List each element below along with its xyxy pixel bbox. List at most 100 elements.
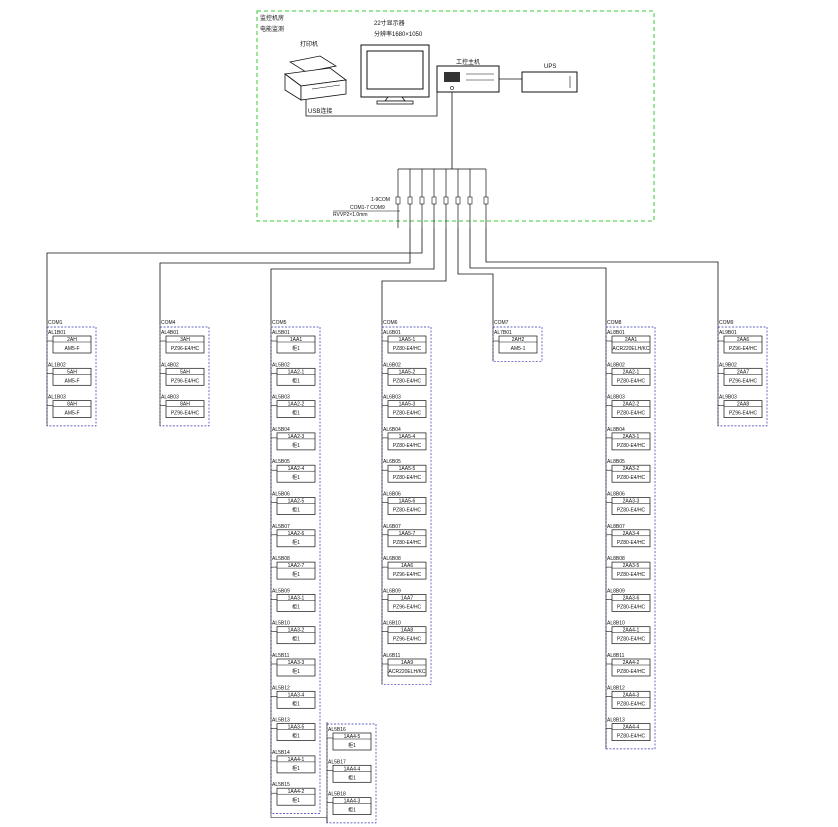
device-model: PZ80-E4/HC [617,572,646,578]
device-address: AL7B01 [494,330,512,336]
trunk-line [381,228,447,325]
device-name: 2AA3-1 [623,434,640,440]
device-box [276,367,316,386]
bus-line-label: COM1-7 COM9 [350,205,385,211]
device-name: 1AA3-5 [288,725,305,731]
device-address: AL1B01 [48,330,66,336]
device-model: PZ80-E4/HC [617,637,646,643]
device-box [276,464,316,483]
device-model: 柜1 [292,700,300,707]
device-name: 5AH [67,369,77,375]
device-box [276,561,316,580]
device-box [165,400,205,418]
device-box [276,626,316,645]
com-label: COM6 [383,320,398,326]
device-model: ACR220ELH/KC [613,346,650,352]
converter-fuse [407,196,413,205]
device-name: 2AA3-3 [623,499,640,505]
device-name: 1AA4-1 [288,757,305,763]
device-address: AL5B04 [272,427,290,433]
device-name: 1AA4-2 [288,789,305,795]
branch-com6: COM6AL6B011AA5-1PZ80-E4/HCAL6B021AA5-2PZ… [381,320,432,685]
device-model: PZ96-E4/HC [393,637,422,643]
device-model: AM5-F [65,346,80,352]
device-box [276,497,316,515]
device-name: 2AA2-2 [623,402,640,408]
device-address: AL9B02 [719,362,737,368]
device-address: AL8B08 [607,556,625,562]
device-address: AL8B11 [607,653,625,659]
device-model: PZ80-E4/HC [393,346,422,352]
device-box [332,797,372,815]
device-model: PZ80-E4/HC [617,411,646,417]
device-address: AL6B03 [383,395,401,401]
device-box [611,690,651,709]
monitor-label-1: 22寸显示器 [374,19,405,27]
device-name: 1AA2-1 [288,369,305,375]
device-name: 1AA8 [401,628,413,634]
device-model: PZ80-E4/HC [393,508,422,514]
device-model: PZ80-E4/HC [617,378,646,384]
device-address: AL6B09 [383,588,401,594]
device-name: 2AA3-5 [623,563,640,569]
device-name: 8AH [180,402,190,408]
trunk-lines [46,228,719,823]
device-model: 柜1 [348,742,356,749]
trunk-line [159,228,411,325]
converter-fuse [443,196,449,205]
device-name: 1AA9 [401,660,413,666]
device-box [498,335,538,354]
monitor-icon [360,44,430,105]
com-label: COM1 [48,320,63,326]
device-address: AL5B12 [272,685,290,691]
server-icon [436,65,500,93]
device-name: 2AA4-3 [623,692,640,698]
device-box [611,723,651,741]
branch-frame [605,326,656,750]
device-address: AL8B07 [607,524,625,530]
com-label: COM4 [161,320,176,326]
device-address: AL4B03 [161,395,179,401]
device-model: PZ80-E4/HC [617,669,646,675]
device-model: 柜1 [292,797,300,804]
device-name: 8AH [67,402,77,408]
device-name: 1AA2-3 [288,434,305,440]
device-name: 1AA1 [290,337,302,343]
device-name: 1AA3-3 [288,660,305,666]
device-address: AL6B05 [383,459,401,465]
branch-frame [492,326,543,362]
device-name: 1AA2-7 [288,563,305,569]
device-name: 1AA6 [401,563,413,569]
branch-com5-ext: AL5B161AA4-5柜1AL5B171AA4-4柜1AL5B181AA4-3… [326,722,377,824]
trunk-line [485,228,719,325]
device-model: 柜1 [292,410,300,417]
com-label: COM9 [719,320,734,326]
device-model: 柜1 [292,668,300,675]
converter-group [395,169,489,228]
branch-com8: COM8AL8B012AA1ACR220ELH/KCAL8B022AA2-1PZ… [605,320,656,750]
device-box [387,400,427,418]
device-model: PZ80-E4/HC [393,443,422,449]
device-box [52,335,92,354]
device-name: 1AA4-4 [344,766,361,772]
device-address: AL8B03 [607,395,625,401]
